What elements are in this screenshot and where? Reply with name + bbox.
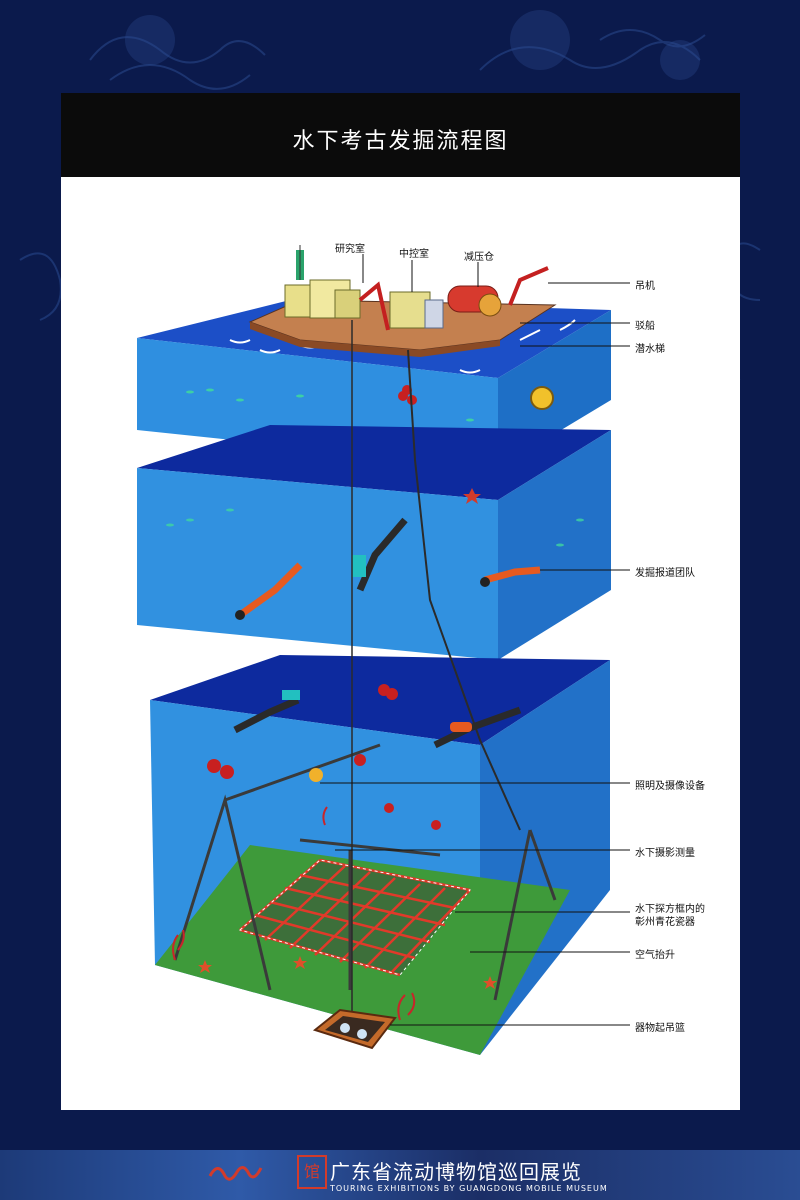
label-control-room: 中控室 bbox=[399, 249, 429, 260]
footer-band bbox=[0, 1150, 800, 1200]
control-building bbox=[389, 291, 444, 329]
label-lighting: 照明及摄像设备 bbox=[635, 781, 705, 792]
diving-bell bbox=[530, 386, 554, 410]
museum-seal: 馆 bbox=[297, 1155, 327, 1189]
label-basket: 器物起吊篮 bbox=[635, 1023, 685, 1034]
lift-cable bbox=[407, 349, 521, 831]
label-lab: 研究室 bbox=[335, 244, 365, 255]
diver-bottom-right bbox=[433, 706, 522, 749]
label-team: 发掘报道团队 bbox=[635, 568, 695, 579]
deck-crane bbox=[508, 266, 549, 306]
label-ladder: 潜水梯 bbox=[635, 344, 665, 355]
label-barge: 驳船 bbox=[635, 321, 655, 332]
mid-layer-side bbox=[498, 430, 611, 660]
label-porcelain-line2: 彰州青花瓷器 bbox=[635, 917, 695, 928]
label-air-lift: 空气抬升 bbox=[635, 950, 675, 961]
diver-mid-center bbox=[352, 517, 408, 592]
diver-mid-right bbox=[480, 566, 541, 587]
mid-layer-top bbox=[137, 425, 611, 500]
label-decompression: 减压仓 bbox=[464, 252, 494, 263]
seabed bbox=[155, 845, 570, 1055]
decompression-chamber bbox=[447, 285, 502, 317]
mid-layer-front bbox=[137, 468, 498, 660]
lighting-camera-device bbox=[309, 768, 323, 782]
label-photo-survey: 水下摄影测量 bbox=[635, 848, 695, 859]
artifact-basket bbox=[312, 1008, 397, 1050]
footer-subtitle: TOURING EXHIBITIONS BY GUANGDONG MOBILE … bbox=[330, 1184, 608, 1193]
label-leader-lines bbox=[320, 254, 630, 1026]
diagram-title: 水下考古发掘流程图 bbox=[292, 129, 509, 154]
diver-mid-left bbox=[235, 562, 303, 620]
title-bar: 水下考古发掘流程图 bbox=[61, 93, 740, 177]
survey-frame bbox=[173, 743, 557, 1001]
footer-title: 广东省流动博物馆巡回展览 bbox=[330, 1160, 582, 1184]
starfish-icon bbox=[463, 488, 481, 504]
diver-bottom-left bbox=[233, 690, 300, 734]
barge-crane bbox=[358, 281, 390, 331]
surface-layer-side bbox=[498, 310, 611, 468]
lab-building bbox=[284, 279, 361, 319]
label-porcelain-line1: 水下探方框内的 bbox=[635, 904, 705, 915]
label-crane: 吊机 bbox=[635, 281, 655, 292]
signature-logo bbox=[208, 1166, 263, 1181]
